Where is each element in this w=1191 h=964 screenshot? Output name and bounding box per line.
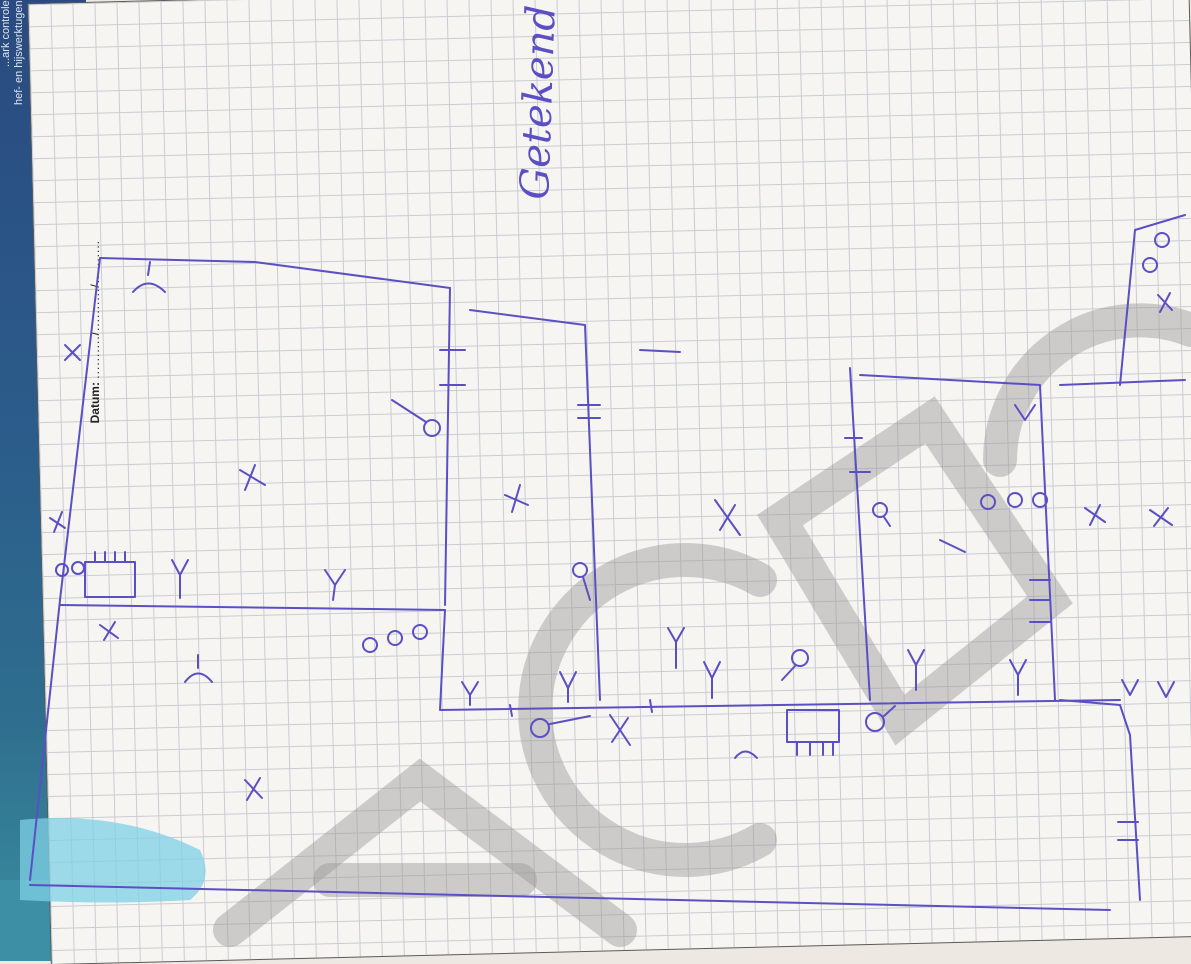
logo-swoosh [20, 818, 206, 903]
walls [29, 214, 1186, 911]
cross-markers [49, 292, 1173, 801]
lamp-and-switch-symbols [55, 232, 1170, 759]
wall-tick-marks [439, 349, 1139, 841]
handwritten-note: Getekend [512, 4, 565, 200]
distribution-board [84, 551, 840, 756]
socket-symbols [171, 404, 1175, 706]
watermark-ace [213, 303, 1191, 947]
